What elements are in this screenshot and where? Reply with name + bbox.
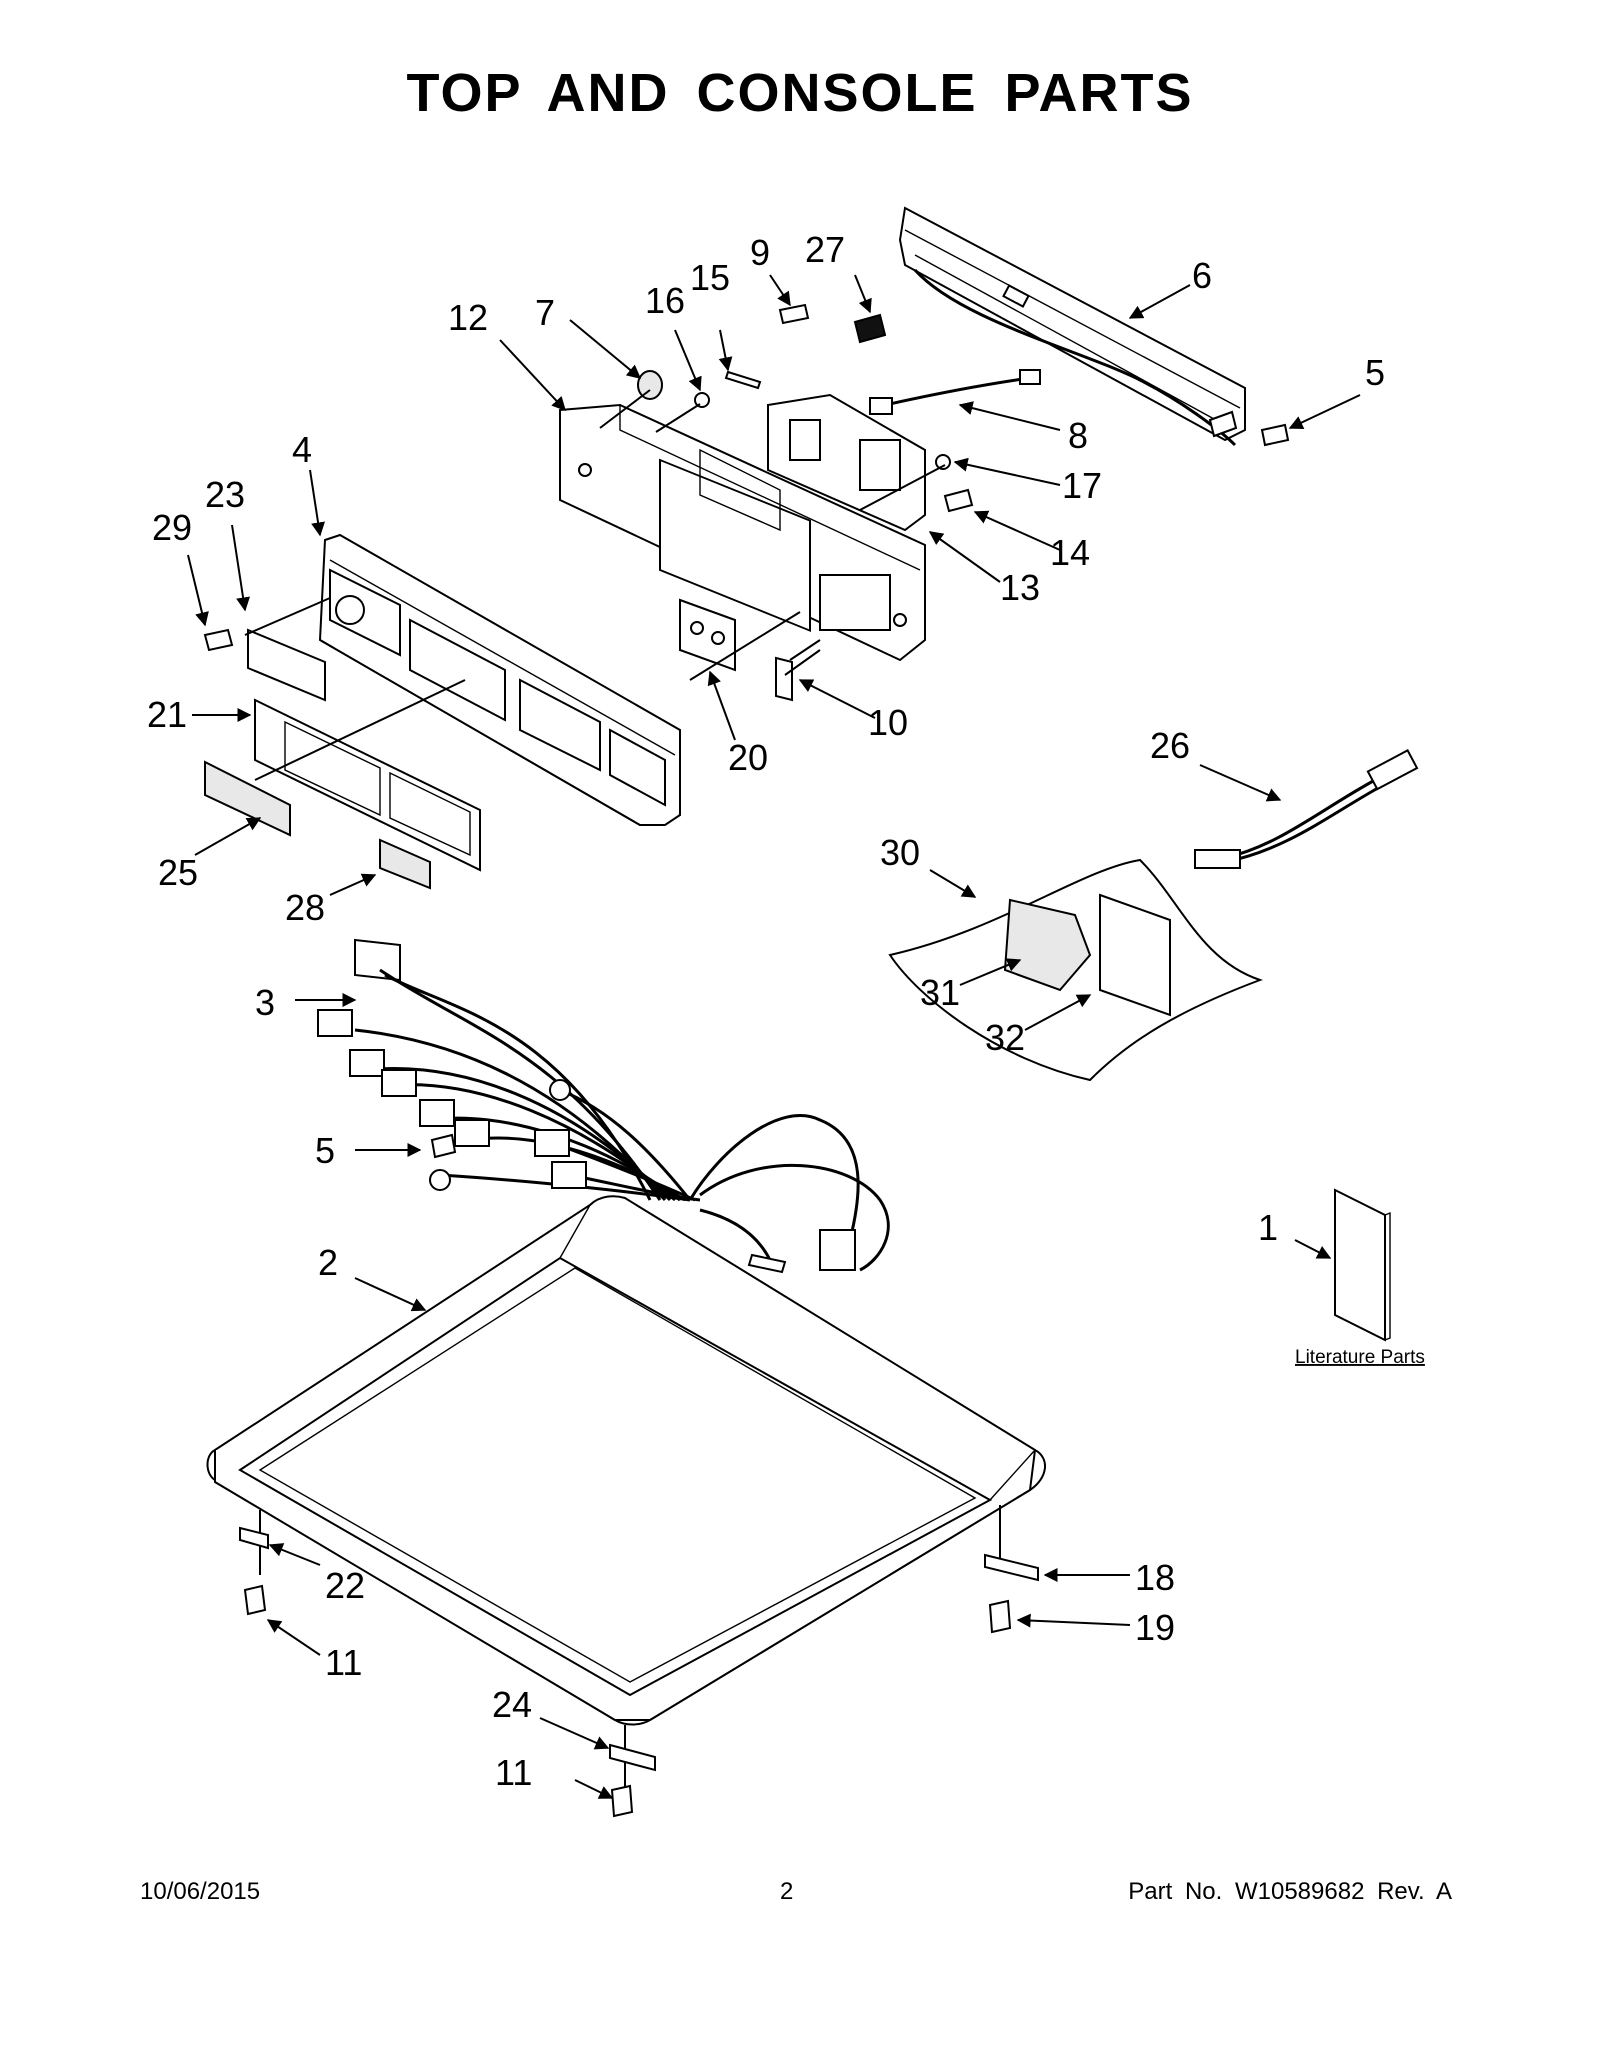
part-7-knob (637, 370, 663, 400)
footer-date: 10/06/2015 (140, 1878, 261, 1905)
callout-23: 23 (205, 474, 245, 515)
callout-22: 22 (325, 1565, 365, 1606)
part-25-button-cap (204, 760, 291, 837)
part-30-kit (888, 858, 1263, 1082)
callout-6: 6 (1192, 255, 1212, 296)
page-title: TOP AND CONSOLE PARTS (406, 63, 1194, 123)
callout-labels: 1 2 3 4 5 5 6 7 8 9 10 11 11 12 13 14 15… (147, 229, 1385, 1793)
footer-part-number: Part No. W10589682 Rev. A (1128, 1878, 1452, 1905)
callout-16: 16 (645, 280, 685, 321)
part-14-screw (943, 488, 974, 513)
callout-2: 2 (318, 1242, 338, 1283)
callout-18: 18 (1135, 1557, 1175, 1598)
part-5-screw-top (1260, 423, 1290, 447)
callout-15: 15 (690, 257, 730, 298)
callout-7: 7 (535, 292, 555, 333)
callout-30: 30 (880, 832, 920, 873)
part-18-clip (984, 1553, 1039, 1582)
part-28-button-cap (379, 838, 431, 890)
part-5-screw-harness (430, 1133, 457, 1159)
callout-5-harness: 5 (315, 1130, 335, 1171)
literature-parts-label: Literature Parts (1295, 1347, 1425, 1368)
callout-31: 31 (920, 972, 960, 1013)
callout-24: 24 (492, 1684, 532, 1725)
callout-leaders (187, 274, 1361, 1799)
part-9-screw (778, 303, 810, 325)
small-fasteners (203, 303, 1290, 652)
part-11-screw-left (243, 1584, 267, 1616)
callout-8: 8 (1068, 415, 1088, 456)
part-23-overlay (247, 628, 326, 702)
callout-4: 4 (292, 429, 312, 470)
part-8-plug-a (869, 397, 893, 415)
part-15-clip (724, 370, 762, 390)
part-11-screw-front (610, 1784, 634, 1818)
callout-20: 20 (728, 737, 768, 778)
part-8-plug-b (1019, 369, 1041, 385)
part-10-bracket (775, 656, 793, 702)
part-17-washer (935, 454, 951, 470)
callout-25: 25 (158, 852, 198, 893)
part-12-console-housing (559, 403, 926, 662)
part-27-connector (853, 313, 887, 344)
callout-13: 13 (1000, 567, 1040, 608)
callout-3: 3 (255, 982, 275, 1023)
callout-17: 17 (1062, 465, 1102, 506)
callout-26: 26 (1150, 725, 1190, 766)
part-22-clip (239, 1526, 269, 1550)
assembly-lines (244, 389, 946, 781)
part-6-console-bracket (898, 206, 1246, 447)
callout-9: 9 (750, 232, 770, 273)
callout-27: 27 (805, 229, 845, 270)
callout-10: 10 (868, 702, 908, 743)
part-21-graphics-overlay (254, 698, 481, 872)
part-2-top-panel (206, 1195, 1046, 1726)
callout-21: 21 (147, 694, 187, 735)
callout-28: 28 (285, 887, 325, 928)
callout-12: 12 (448, 297, 488, 338)
part-20-switch (679, 598, 736, 672)
part-1-literature (1334, 1188, 1391, 1342)
part-8-harness (884, 376, 1031, 407)
footer-page-number: 2 (780, 1878, 794, 1905)
part-29-screw (203, 628, 234, 652)
part-3-wire-harness (317, 938, 890, 1274)
part-24-clip (609, 1743, 656, 1772)
part-31-module (1003, 898, 1092, 992)
callout-5-top: 5 (1365, 352, 1385, 393)
callout-29: 29 (152, 507, 192, 548)
part-32-label (1099, 893, 1171, 1017)
callout-11-left: 11 (325, 1642, 362, 1683)
part-19-screw (988, 1599, 1012, 1634)
callout-32: 32 (985, 1017, 1025, 1058)
bottom-fasteners (239, 1505, 1039, 1818)
part-16-washer (694, 392, 710, 408)
callout-14: 14 (1050, 532, 1090, 573)
callout-1: 1 (1258, 1207, 1278, 1248)
callout-11-front: 11 (495, 1752, 532, 1793)
part-26-harness (1194, 749, 1419, 869)
callout-19: 19 (1135, 1607, 1175, 1648)
part-4-console-panel (318, 533, 681, 827)
